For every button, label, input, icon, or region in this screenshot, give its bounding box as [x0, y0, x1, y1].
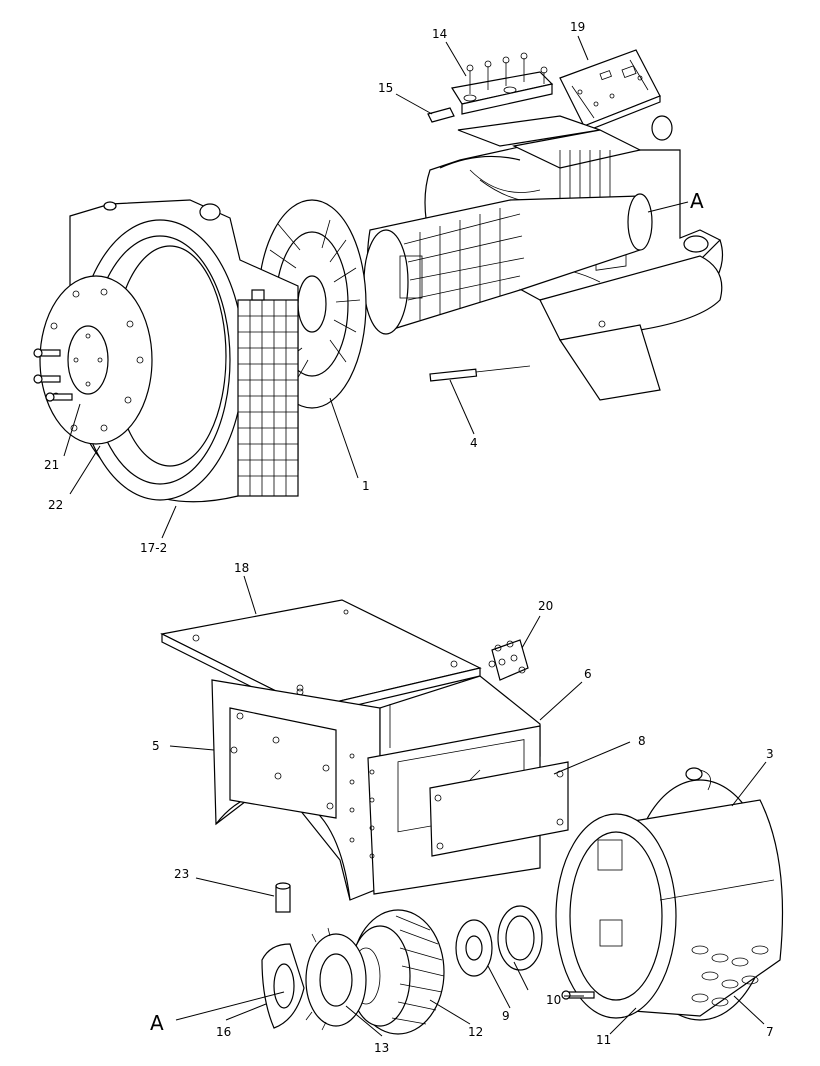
callout-a-bottom: A — [150, 1011, 164, 1035]
callout-10: 10 — [546, 993, 561, 1007]
callout-8: 8 — [638, 734, 646, 748]
callout-15: 15 — [378, 81, 393, 95]
callout-20: 20 — [538, 599, 553, 613]
callout-14: 14 — [432, 27, 447, 41]
part-rectifier — [261, 943, 305, 1029]
callout-6: 6 — [584, 667, 592, 681]
callout-21: 21 — [44, 458, 59, 472]
callout-12: 12 — [468, 1025, 483, 1039]
callout-19: 19 — [570, 20, 585, 34]
callout-4: 4 — [470, 436, 478, 450]
leader-lines — [63, 35, 767, 1037]
callout-16: 16 — [216, 1025, 231, 1039]
part-rotor — [363, 193, 653, 335]
part-coupling-bolts — [33, 348, 73, 402]
part-terminal-strip — [488, 639, 529, 681]
part-terminal-block — [451, 52, 554, 115]
callout-11: 11 — [596, 1033, 611, 1047]
part-spacer-block — [427, 107, 455, 123]
part-voltage-regulator — [559, 49, 661, 133]
part-end-housing — [555, 767, 784, 1021]
callout-23: 23 — [174, 867, 189, 881]
callout-18: 18 — [234, 561, 249, 575]
callout-17-2: 17-2 — [140, 541, 167, 555]
part-bearing — [455, 905, 543, 977]
callout-7: 7 — [766, 1025, 774, 1039]
callout-3: 3 — [766, 747, 774, 761]
part-exciter-stator — [349, 909, 445, 1035]
part-side-panel — [429, 761, 569, 857]
callout-13: 13 — [374, 1041, 389, 1055]
callout-9: 9 — [502, 1009, 510, 1023]
callout-a-top: A — [690, 189, 704, 213]
callout-22: 22 — [48, 498, 63, 512]
part-stud-bolt — [429, 365, 531, 382]
part-terminal-box-frame — [211, 675, 541, 901]
part-exciter-rotor — [305, 927, 367, 1031]
callout-1: 1 — [362, 479, 370, 493]
callout-5: 5 — [152, 739, 160, 753]
part-housing-bolt — [561, 990, 595, 1000]
part-dowel-pin — [275, 882, 291, 913]
part-coupling-disc — [39, 275, 153, 445]
